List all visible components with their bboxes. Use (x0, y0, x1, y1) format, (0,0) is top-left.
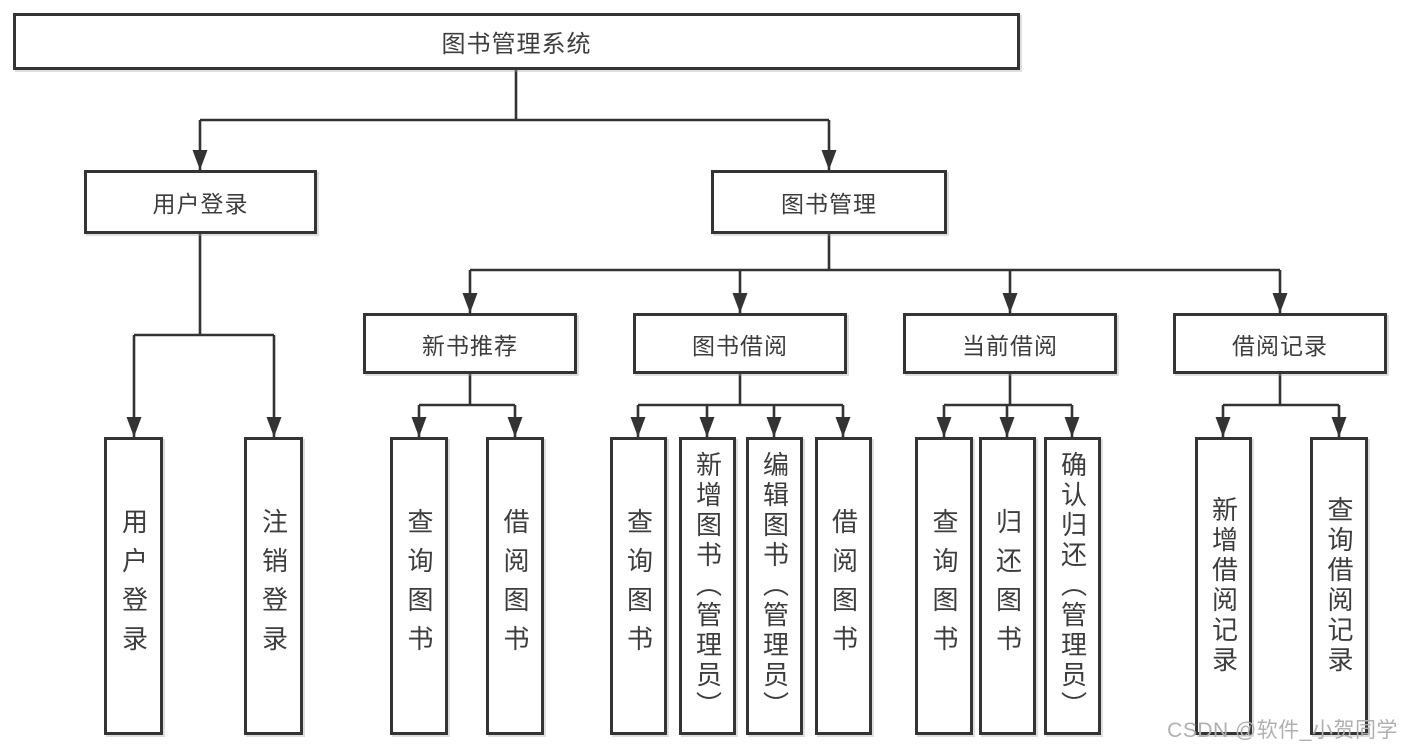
leaf-query-books-1-label: 查询图书 (404, 508, 434, 664)
leaf-add-borrow-record-label: 新增借阅记录 (1208, 496, 1239, 676)
leaf-add-books-admin: 新增图书（管理员） (679, 437, 736, 735)
leaf-query-books-2-label: 查询图书 (623, 508, 654, 664)
node-current-borrowing: 当前借阅 (903, 313, 1117, 374)
leaf-borrow-books-2-label: 借阅图书 (828, 508, 859, 664)
node-borrowing-records-label: 借阅记录 (1232, 332, 1328, 359)
leaf-add-borrow-record: 新增借阅记录 (1195, 437, 1252, 735)
leaf-user-login-label: 用户登录 (118, 508, 149, 664)
leaf-edit-books-admin: 编辑图书（管理员） (746, 437, 803, 735)
leaf-user-login: 用户登录 (104, 437, 163, 735)
leaf-query-books-1: 查询图书 (390, 437, 448, 735)
leaf-confirm-return-admin: 确认归还（管理员） (1044, 437, 1101, 735)
leaf-query-books-3-label: 查询图书 (929, 508, 959, 664)
node-root-label: 图书管理系统 (441, 31, 592, 58)
leaf-query-borrow-record-label: 查询借阅记录 (1324, 496, 1354, 676)
node-borrowing-records: 借阅记录 (1173, 313, 1387, 374)
leaf-borrow-books-2: 借阅图书 (815, 437, 872, 735)
leaf-confirm-return-admin-label: 确认归还（管理员） (1057, 451, 1088, 721)
leaf-query-borrow-record: 查询借阅记录 (1310, 437, 1368, 735)
leaf-logout-label: 注销登录 (258, 508, 289, 664)
node-book-borrowing-label: 图书借阅 (692, 332, 788, 359)
leaf-borrow-books-1-label: 借阅图书 (500, 508, 530, 664)
leaf-return-books: 归还图书 (979, 437, 1036, 735)
node-book-borrowing: 图书借阅 (633, 313, 847, 374)
node-user-login-label: 用户登录 (152, 191, 249, 217)
node-root-system: 图书管理系统 (13, 13, 1020, 70)
leaf-logout: 注销登录 (244, 437, 303, 735)
leaf-query-books-3: 查询图书 (915, 437, 973, 735)
node-book-management: 图书管理 (711, 170, 947, 234)
leaf-query-books-2: 查询图书 (610, 437, 667, 735)
leaf-add-books-admin-label: 新增图书（管理员） (692, 451, 723, 721)
node-book-management-label: 图书管理 (781, 191, 877, 217)
leaf-edit-books-admin-label: 编辑图书（管理员） (759, 451, 790, 721)
node-user-login: 用户登录 (84, 170, 317, 234)
node-new-book-recommend: 新书推荐 (363, 313, 577, 374)
csdn-watermark: CSDN @软件_小贺同学 (1167, 719, 1398, 742)
leaf-borrow-books-1: 借阅图书 (486, 437, 544, 735)
leaf-return-books-label: 归还图书 (992, 508, 1023, 664)
node-current-borrowing-label: 当前借阅 (962, 332, 1058, 359)
node-new-book-recommend-label: 新书推荐 (422, 332, 518, 359)
